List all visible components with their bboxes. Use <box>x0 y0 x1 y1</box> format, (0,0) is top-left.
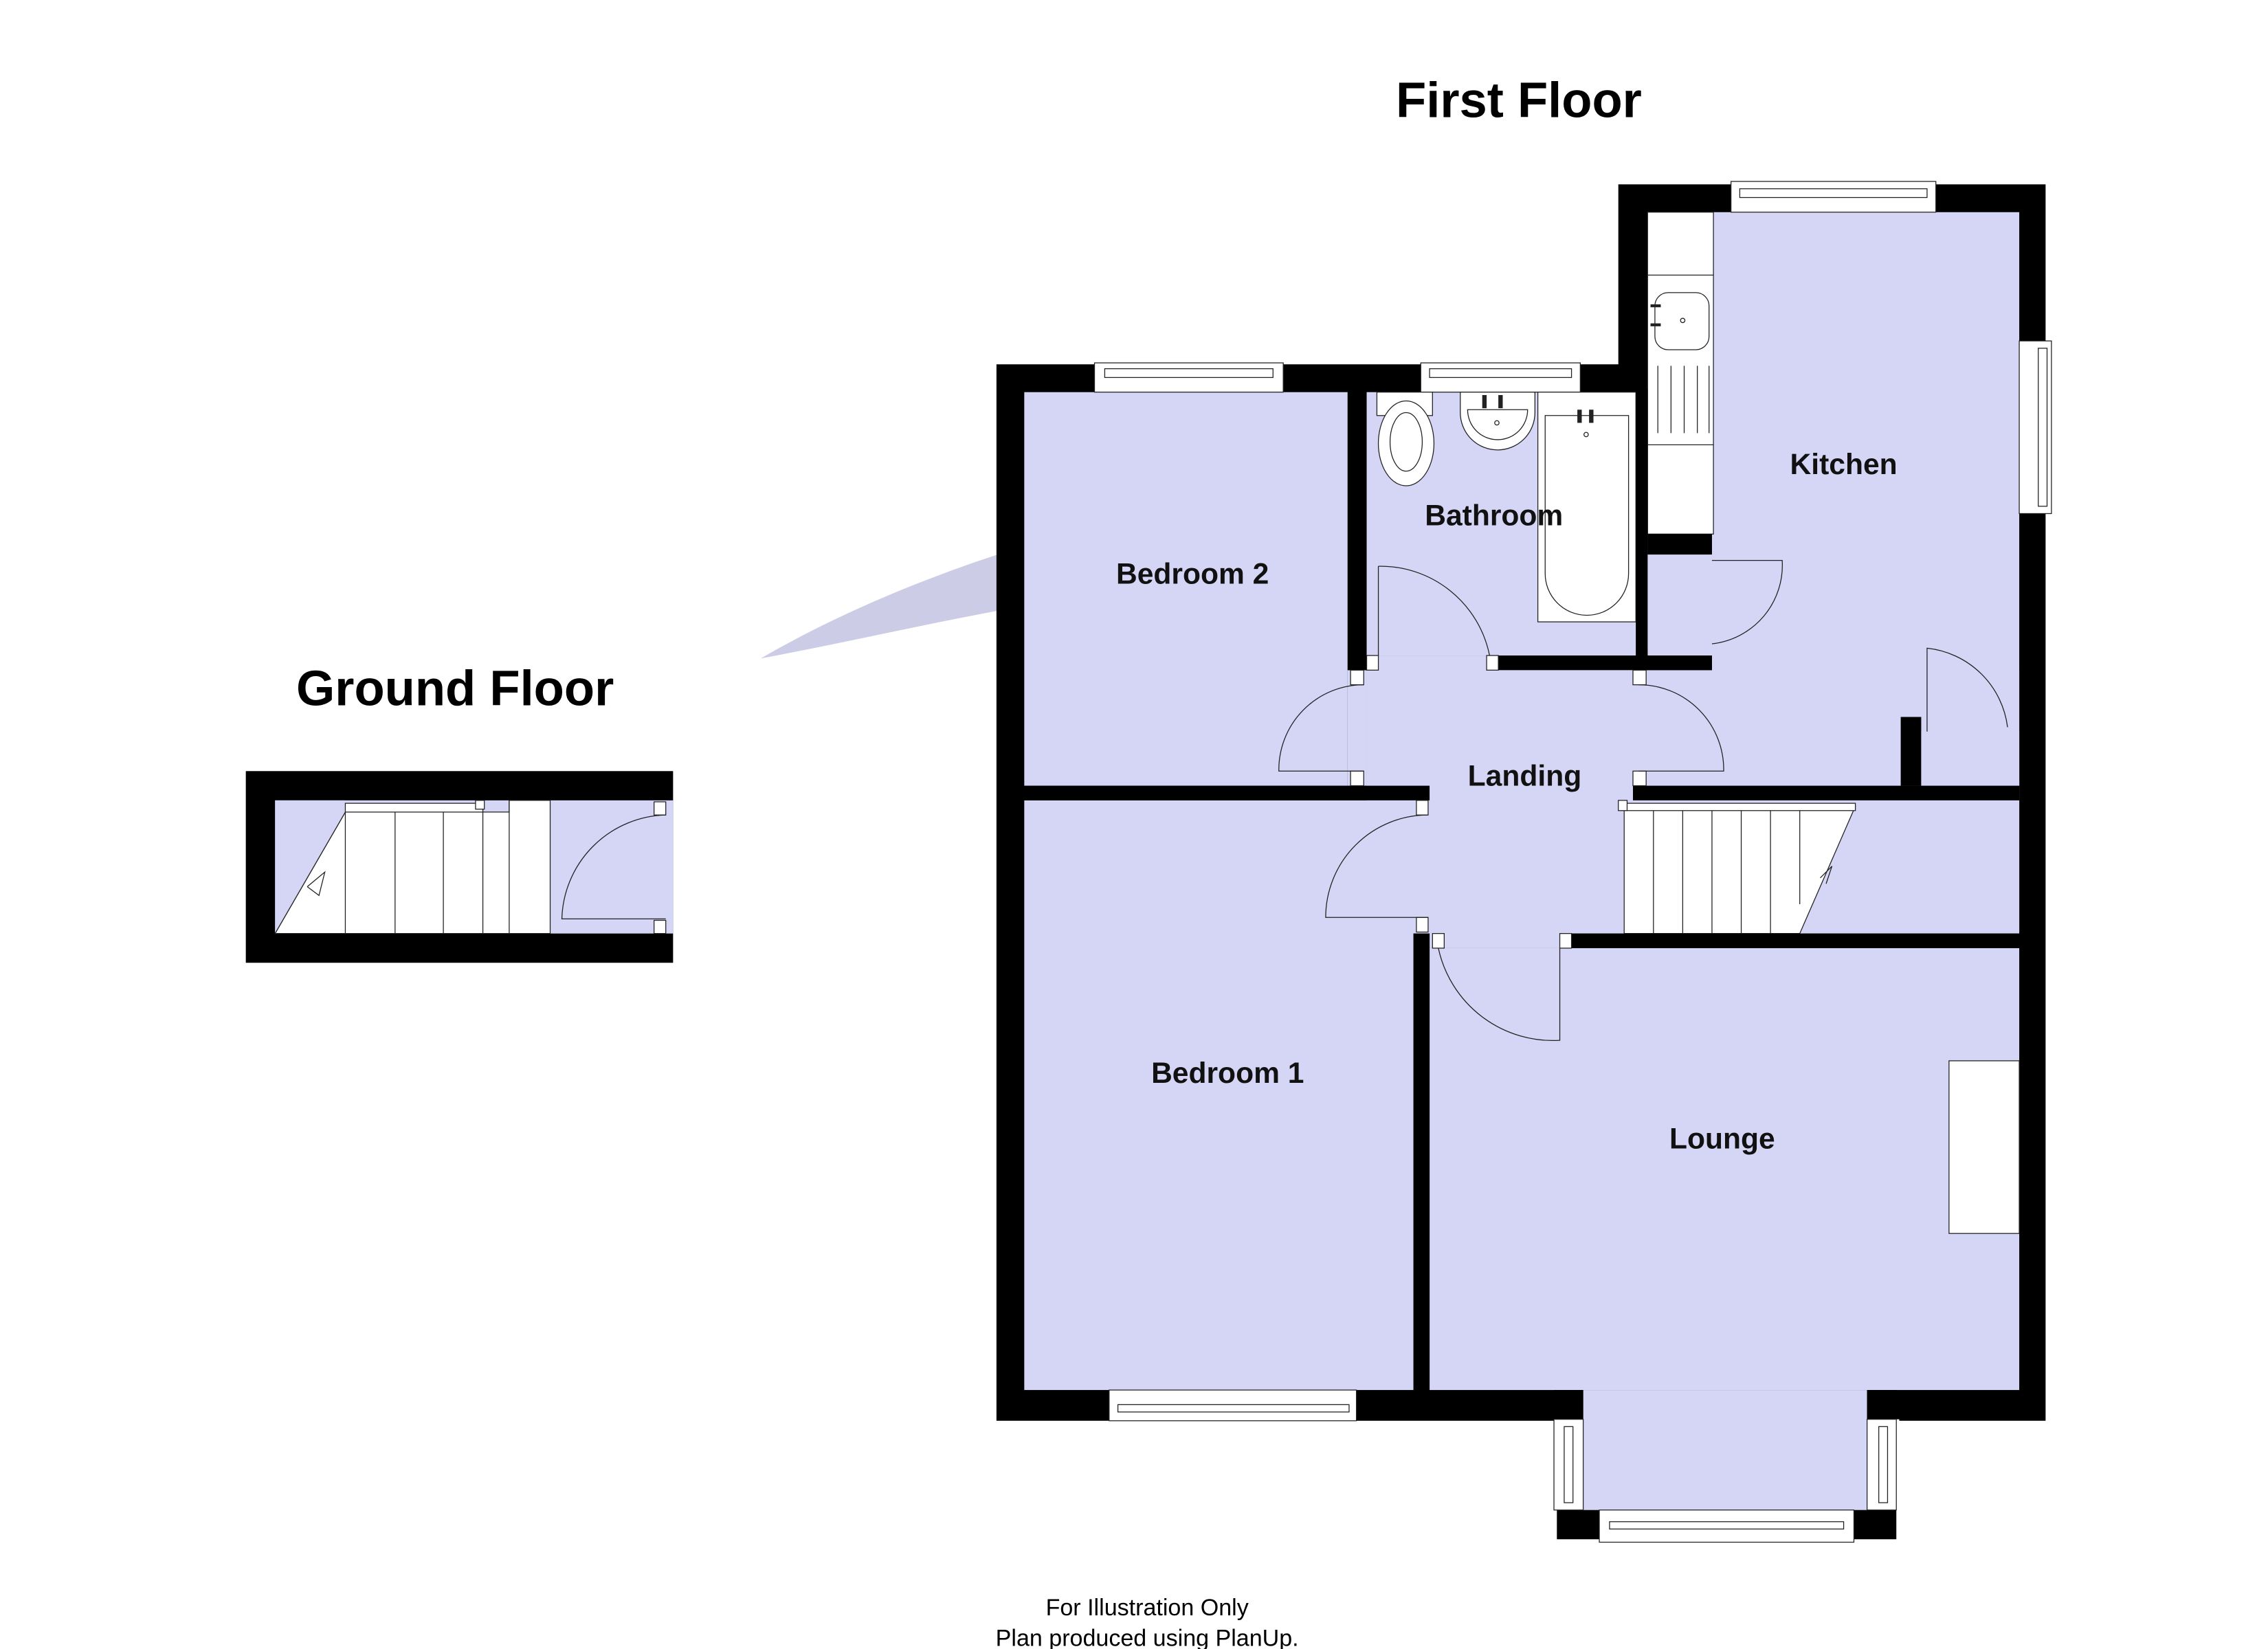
room-label-kitchen: Kitchen <box>1790 448 1898 481</box>
room-label-bedroom-1: Bedroom 1 <box>1151 1057 1304 1090</box>
bedroom-1-floor <box>1024 800 1414 1391</box>
bedroom-2-floor <box>1024 392 1348 786</box>
window-bedroom-2-icon <box>1093 362 1284 393</box>
door-kitchen-store-icon <box>1926 647 2008 732</box>
interior-walls <box>1024 389 2020 1391</box>
door-lounge-icon <box>1432 933 1572 1042</box>
bathroom-fixtures <box>1376 392 1636 622</box>
footer-disclaimer: For Illustration Only <box>1046 1595 1249 1621</box>
door-kitchen-icon <box>1632 669 1724 787</box>
kitchen-fixtures <box>1647 212 2020 1234</box>
window-bedroom-1-icon <box>1109 1389 1357 1422</box>
door-bedroom-1-icon <box>1325 800 1429 933</box>
ground-front-door-icon <box>561 801 667 934</box>
ground-floor-title: Ground Floor <box>296 660 614 716</box>
lounge-floor <box>1430 947 2020 1391</box>
window-bathroom-icon <box>1420 362 1581 393</box>
windows <box>1093 181 2052 1543</box>
window-kitchen-top-icon <box>1731 181 1937 213</box>
ground-stairs-icon <box>274 800 551 934</box>
door-kitchen-cupboard-icon <box>1711 559 1783 644</box>
ground-floor-plan <box>245 771 674 963</box>
room-label-lounge: Lounge <box>1669 1123 1775 1156</box>
basin-icon <box>1460 392 1535 451</box>
lounge-fireplace <box>1948 1060 2020 1234</box>
window-lounge-bay-front-icon <box>1599 1510 1855 1543</box>
kitchen-worktop <box>1647 212 1714 535</box>
door-bathroom-icon <box>1366 565 1499 671</box>
footer-credit: Plan produced using PlanUp. <box>996 1626 1299 1649</box>
window-kitchen-side-icon <box>2019 340 2052 515</box>
doors <box>1278 559 2008 1042</box>
room-label-bedroom-2: Bedroom 2 <box>1116 558 1269 591</box>
door-bedroom-2-icon <box>1278 669 1364 787</box>
window-lounge-bay-left-icon <box>1553 1419 1584 1511</box>
kitchen-sink-icon <box>1647 274 1714 446</box>
room-label-bathroom: Bathroom <box>1425 500 1563 532</box>
room-label-landing: Landing <box>1468 760 1582 793</box>
window-lounge-bay-right-icon <box>1867 1419 1897 1511</box>
toilet-icon <box>1376 392 1435 486</box>
bath-icon <box>1537 392 1636 622</box>
first-floor-title: First Floor <box>1396 72 1642 128</box>
